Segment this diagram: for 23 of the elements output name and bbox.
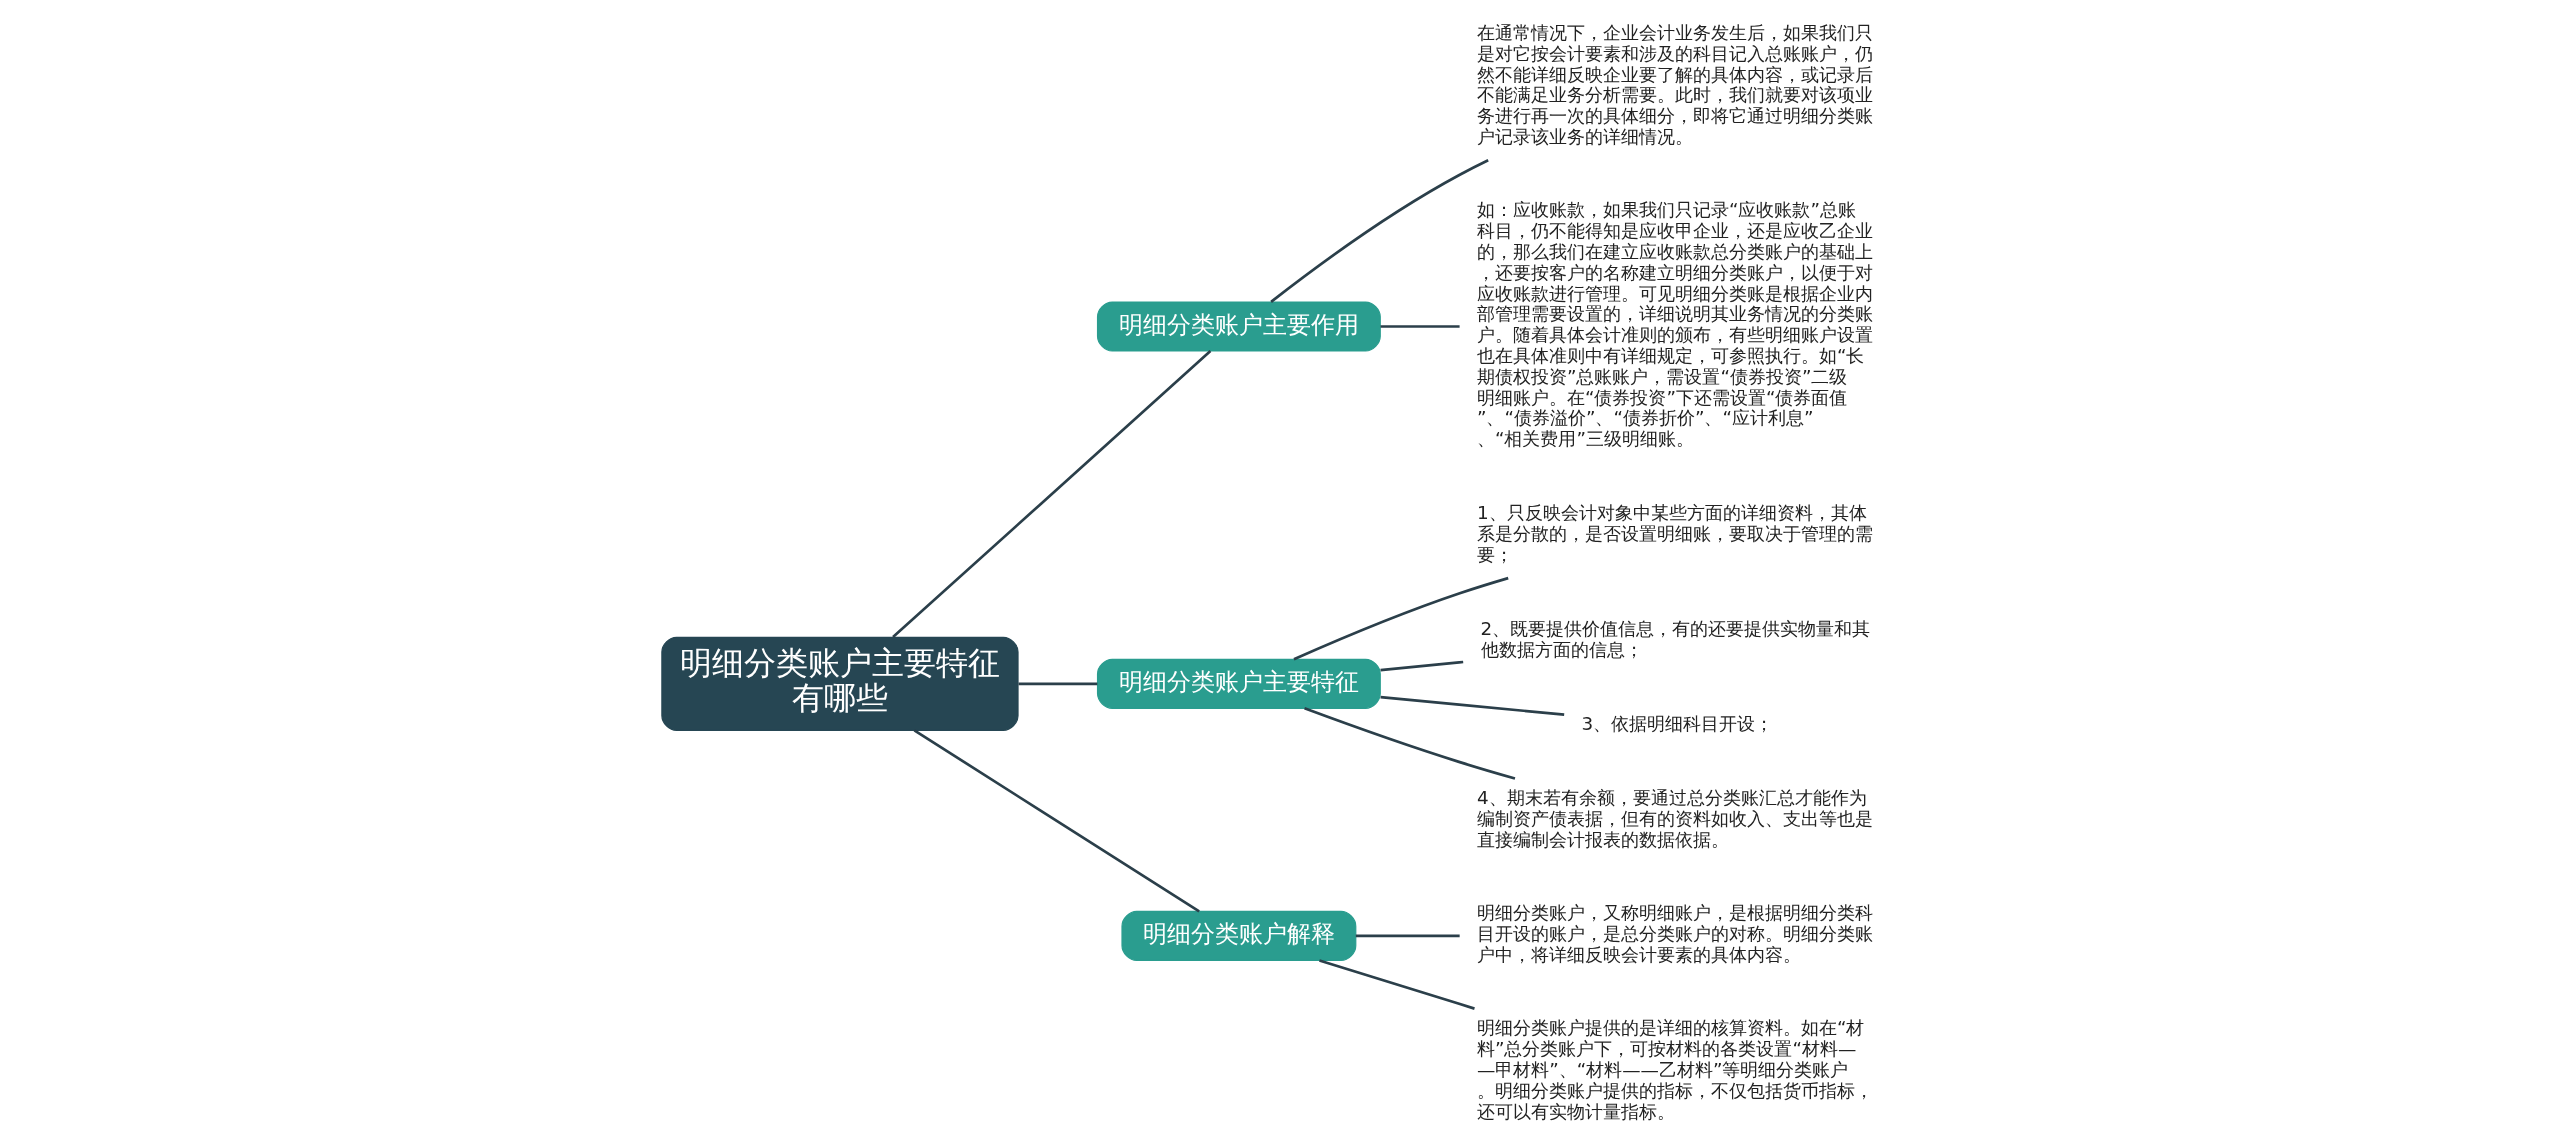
connector	[1379, 695, 1564, 716]
connector	[1379, 660, 1463, 672]
node-text: 在通常情况下，企业会计业务发生后，如果我们只是对它按会计要素和涉及的科目记入总账账户，仍然不能详细反映企业要了解的具体内容，或记录后不能满足业务分析需要。此时，我们就要对该项业务进行再一次的具体细分，即将它通过明细分类账户记录该业务的详细情况。	[1476, 21, 1873, 147]
connector	[1355, 934, 1460, 938]
node-text: 如：应收账款，如果我们只记录“应收账款”总账科目，仍不能得知是应收甲企业，还是应收乙企业的，那么我们在建立应收账款总分类账户的基础上，还要按客户的名称建立明细分类账户，以便于对应收账款进行管理。可见明细分类账是根据企业内部管理需要设置的，详细说明其业务情况的分类账户。随着具体会计准则的颁布，有些明细账户设置也在具体准则中有详细规定，可参照执行。如“长期债权投资”总账账户，需设置“债券投资”二级明细账户。在“债券投资”下还需设置“债券面值”、“债券溢价”、“债券折价”、“应计利息”、“相关费用”三级明细账。	[1476, 199, 1873, 450]
node-box: 明细分类账户解释	[1120, 910, 1356, 961]
node-box: 明细分类账户主要特征有哪些	[660, 636, 1019, 731]
node-box: 明细分类账户主要作用	[1096, 301, 1381, 352]
node-text: 明细分类账户，又称明细账户，是根据明细分类科目开设的账户，是总分类账户的对称。明细分类账户中，将详细反映会计要素的具体内容。	[1476, 902, 1873, 966]
node-text: 明细分类账户提供的是详细的核算资料。如在“材料”总分类账户下，可按材料的各类设置“材料——甲材料”、“材料——乙材料”等明细分类账户。明细分类账户提供的指标，不仅包括货币指标，还可以有实物计量指标。	[1476, 1017, 1873, 1122]
node-text: 4、期末若有余额，要通过总分类账汇总才能作为编制资产债表据，但有的资料如收入、支出等也是直接编制会计报表的数据依据。	[1476, 787, 1873, 850]
connector	[1303, 707, 1515, 780]
connector	[1380, 325, 1460, 328]
connector	[913, 729, 1200, 913]
node-text: 3、依据明细科目开设；	[1581, 712, 1773, 734]
connector	[1269, 159, 1489, 303]
node-text: 2、既要提供价值信息，有的还要提供实物量和其他数据方面的信息；	[1480, 617, 1870, 660]
node-box: 明细分类账户主要特征	[1096, 658, 1381, 709]
node-text: 1、只反映会计对象中某些方面的详细资料，其体系是分散的，是否设置明细账，要取决于管理的需要；	[1476, 502, 1873, 565]
connector	[891, 350, 1211, 639]
connector	[1318, 959, 1475, 1010]
connector	[1292, 576, 1509, 661]
connector	[1018, 682, 1097, 686]
